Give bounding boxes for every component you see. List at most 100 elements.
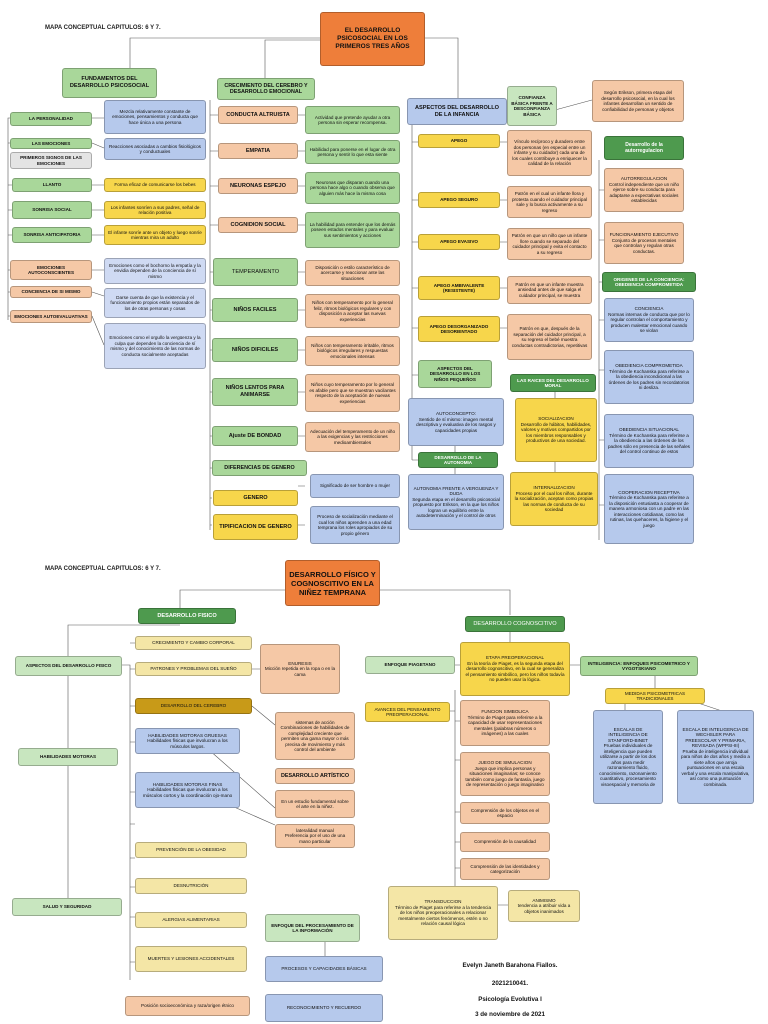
salud-seguridad-node: SALUD Y SEGURIDAD bbox=[12, 898, 122, 916]
lateralidad-node: lateralidad manual Preferencia por el us… bbox=[275, 824, 355, 848]
obediencia-situacional-node: OBEDIENCIA SITUACIONAL Término de Kochan… bbox=[604, 414, 694, 468]
autorregulacion-node: AUTORREGULACION Control independiente qu… bbox=[604, 168, 684, 212]
genero-desc: Significado de ser hombre o mujer bbox=[310, 474, 400, 498]
sonrisa-anticipatoria-desc: El infante sonríe ante un objeto y luego… bbox=[104, 225, 206, 245]
page-header-top: MAPA CONCEPTUAL CAPITULOS: 6 Y 7. bbox=[45, 25, 161, 31]
desarrollo-artistico-node: DESARROLLO ARTÍSTICO bbox=[275, 768, 355, 784]
conducta-altruista-node: CONDUCTA ALTRUISTA bbox=[218, 106, 298, 124]
genero-node: GENERO bbox=[213, 490, 298, 506]
animismo-node: ANIMISMO tendencia a atribuir vida a obj… bbox=[508, 890, 580, 922]
aspectos-ninos-node: ASPECTOS DEL DESARROLLO EN LOS NIÑOS PEQ… bbox=[418, 360, 492, 388]
emociones-autoconscientes-node: EMOCIONES AUTOCONSCIENTES bbox=[10, 260, 92, 280]
motoras-gruesas-node: HABILIDADES MOTORAS GRUESAS Habilidades … bbox=[135, 728, 240, 754]
autonomia-desc: AUTONOMIA FRENTE A VERGUENZA Y DUDA Segu… bbox=[408, 474, 504, 530]
conciencia-node: CONCIENCIA DE SI MISMO bbox=[10, 286, 92, 298]
conciencia-desc: Darse cuenta de que la existencia y el f… bbox=[104, 288, 206, 318]
obediencia-comprometida-node: OBEDIENCIA COMPROMETIDA Término de Kocha… bbox=[604, 350, 694, 404]
origenes-conciencia-node: ORIGENES DE LA CONCIENCIA: OBEDIENCIA CO… bbox=[602, 272, 696, 292]
diferencias-genero-node: DIFERENCIAS DE GENERO bbox=[212, 460, 307, 476]
cognicion-social-desc: La habilidad para entender que los demás… bbox=[305, 212, 400, 248]
reconocimiento-recuerdo-node: RECONOCIMIENTO Y RECUERDO bbox=[265, 994, 383, 1022]
crecimiento-cerebro-node: CRECIMIENTO DEL CEREBRO Y DESARROLLO EMO… bbox=[217, 78, 315, 100]
emociones-autoconscientes-desc: Emociones como el bochorno la empatía y … bbox=[104, 258, 206, 284]
procesamiento-informacion-node: ENFOQUE DEL PROCESAMIENTO DE LA INFORMAC… bbox=[265, 914, 360, 942]
enfoque-piagetano-node: ENFOQUE PIAGETANO bbox=[365, 656, 455, 674]
ninos-lentos-desc: Niños cuyo temperamento por lo general e… bbox=[305, 374, 400, 412]
emociones-autoevaluativas-desc: Emociones como el orgullo la vergüenza y… bbox=[104, 323, 206, 369]
apego-node: APEGO bbox=[418, 134, 500, 148]
objetos-espacio-node: Comprensión de los objetos en el espacio bbox=[460, 802, 550, 824]
transduccion-node: TRANSDUCCION Término de Piaget para refe… bbox=[388, 886, 498, 940]
apego-evasivo-desc: Patrón en que un niño que un infante llo… bbox=[507, 228, 592, 260]
apego-evasivo-node: APEGO EVASIVO bbox=[418, 234, 500, 250]
apego-ambivalente-node: APEGO AMBIVALENTE (RESISTENTE) bbox=[418, 276, 500, 300]
sistemas-accion-node: sistemas de acción Combinaciones de habi… bbox=[275, 712, 355, 760]
tipificacion-node: TIPIFICACION DE GENERO bbox=[213, 514, 298, 540]
sonrisa-social-desc: Los infantes sonríen a sus padres, señal… bbox=[104, 201, 206, 219]
date-text: 3 de noviembre de 2021 bbox=[475, 1011, 545, 1018]
empatia-desc: Habilidad para ponerse en el lugar de ot… bbox=[305, 140, 400, 164]
personalidad-desc: Mezcla relativamente constante de emocio… bbox=[104, 100, 206, 134]
apego-desc: Vínculo recíproco y duradero entre dos p… bbox=[507, 130, 592, 176]
enuresis-node: ENURESIS Micción repetida en la ropa o e… bbox=[260, 644, 340, 694]
apego-seguro-desc: Patrón en el cual un infante llora y pro… bbox=[507, 186, 592, 218]
sonrisa-anticipatoria-node: SONRISA ANTICIPATORIA bbox=[12, 227, 92, 243]
main-title-top: EL DESARROLLO PSICOSOCIAL EN LOS PRIMERO… bbox=[320, 12, 425, 66]
apego-seguro-node: APEGO SEGURO bbox=[418, 192, 500, 208]
wechsler-node: ESCALA DE INTELIGENCIA DE WECHSLER PARA … bbox=[677, 710, 754, 804]
temperamento-desc: Disposición o estilo característico de a… bbox=[305, 260, 400, 286]
avances-pensamiento-node: AVANCES DEL PENSAMIENTO PREOPERACIONAL bbox=[365, 702, 450, 722]
autorregulacion-header: Desarrollo de la autorregulacion bbox=[604, 136, 684, 160]
neuronas-espejo-desc: Neuronas que disparan cuando una persona… bbox=[305, 172, 400, 204]
ninos-dificiles-node: NIÑOS DIFICILES bbox=[212, 338, 298, 362]
conducta-altruista-desc: Actividad que pretende ayudar a otra per… bbox=[305, 106, 400, 134]
neuronas-espejo-node: NEURONAS ESPEJO bbox=[218, 178, 298, 194]
apego-desorganizado-desc: Patrón en que, después de la separación … bbox=[507, 314, 592, 360]
emociones-autoevaluativas-node: EMOCIONES AUTOEVALUATIVAS bbox=[10, 310, 92, 323]
desarrollo-fisico-node: DESARROLLO FISICO bbox=[138, 608, 236, 624]
procesos-capacidades-node: PROCESOS Y CAPACIDADES BÁSICAS bbox=[265, 956, 383, 982]
erikson-desc: Según Erikson, primera etapa del desarro… bbox=[592, 80, 684, 122]
desarrollo-cerebro-node: DESARROLLO DEL CEREBRO bbox=[135, 698, 252, 714]
primeros-signos-node: PRIMEROS SIGNOS DE LAS EMOCIONES bbox=[10, 152, 92, 169]
desnutricion-node: DESNUTRICIÓN bbox=[135, 878, 247, 894]
obesidad-node: PREVENCIÓN DE LA OBESIDAD bbox=[135, 842, 247, 858]
identidades-node: Comprensión de las identidades y categor… bbox=[460, 858, 550, 880]
aspectos-infancia-node: ASPECTOS DEL DESARROLLO DE LA INFANCIA bbox=[407, 98, 507, 125]
inteligencia-enfoques-node: INTELIGENCIA: ENFOQUES PSICOMETRICO Y VY… bbox=[580, 656, 698, 676]
juego-simulacion-node: JUEGO DE SIMULACION Juego que implica pe… bbox=[460, 752, 550, 796]
sonrisa-social-node: SONRISA SOCIAL bbox=[12, 201, 92, 219]
apego-ambivalente-desc: Patrón en que un infante muestra ansieda… bbox=[507, 276, 592, 304]
desarrollo-artistico-desc: En un estudio fundamental sobre el arte … bbox=[275, 790, 355, 818]
cognicion-social-node: COGNIDION SOCIAL bbox=[218, 217, 298, 233]
etapa-preoperacional-node: ETAPA PREOPERACIONAL En la teoría de Pia… bbox=[460, 642, 570, 696]
llanto-desc: Forma eficaz de comunicarse los bebes bbox=[104, 178, 206, 192]
confianza-node: CONFIANZA BÁSICA FRENTE A DESCONFIANZA B… bbox=[507, 86, 557, 126]
autonomia-node: DESARROLLO DE LA AUTONOMIA bbox=[418, 452, 498, 468]
motoras-finas-node: HABILIDADES MOTORAS FINAS Habilidades fí… bbox=[135, 772, 240, 808]
muertes-lesiones-node: MUERTES Y LESIONES ACCIDENTALES bbox=[135, 946, 247, 972]
funcionamiento-ejecutivo-node: FUNCIONAMIENTO EJECUTIVO Conjunto de pro… bbox=[604, 222, 684, 264]
ninos-dificiles-desc: Niños con temperamento irritable, ritmos… bbox=[305, 336, 400, 366]
socializacion-node: SOCIALIZACION Desarrollo de hábitos, hab… bbox=[515, 398, 597, 462]
temperamento-node: TEMPERAMENTO bbox=[213, 258, 298, 286]
conciencia-node-right: CONCIENCIA Normas internas de conducta q… bbox=[604, 298, 694, 342]
funcion-simbolica-node: FUNCION SIMBOLICA Término de Piaget para… bbox=[460, 700, 550, 746]
medidas-psicometricas-node: MEDIDAS PSICOMETRICAS TRADICIONALES bbox=[605, 688, 705, 704]
causalidad-node: Comprensión de la causalidad bbox=[460, 832, 550, 852]
emociones-desc: Reacciones asociadas a cambios fisiológi… bbox=[104, 138, 206, 160]
personalidad-node: LA PERSONALIDAD bbox=[10, 112, 92, 126]
posicion-socioeconomica-node: Posición socioeconómica y raza/origen ét… bbox=[125, 996, 250, 1016]
emociones-node: LAS EMOCIONES bbox=[10, 138, 92, 149]
ninos-lentos-node: NIÑOS LENTOS PARA ANIMARSE bbox=[212, 378, 298, 406]
apego-desorganizado-node: APEGO DESORGANIZADO DESORIENTADO bbox=[418, 316, 500, 342]
main-title-bottom: DESARROLLO FÍSICO Y COGNOSCITIVO EN LA N… bbox=[285, 560, 380, 606]
course-name: Psicología Evolutiva I bbox=[478, 996, 542, 1003]
ninos-faciles-desc: Niños con temperamento por lo general fe… bbox=[305, 294, 400, 328]
alergias-node: ALERGIAS ALIMENTARIAS bbox=[135, 912, 247, 928]
tipificacion-desc: Proceso de socialización mediante el cua… bbox=[310, 506, 400, 544]
desarrollo-cognoscitivo-node: DESARROLLO COGNOSCITIVO bbox=[465, 616, 565, 632]
ninos-faciles-node: NIÑOS FACILES bbox=[212, 298, 298, 322]
student-id: 2021210041. bbox=[491, 980, 529, 987]
